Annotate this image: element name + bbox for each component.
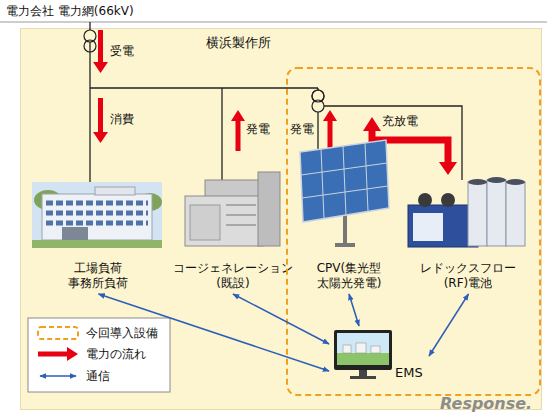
ems-node: EMS (329, 326, 429, 386)
cpv-image (343, 212, 347, 245)
load-node: 工場負荷 事務所負荷 (31, 179, 166, 294)
factory-image (95, 187, 135, 195)
transformer-symbol (312, 90, 324, 102)
cogeneration-image (258, 172, 280, 246)
factory-image (32, 182, 162, 248)
factory-image (62, 227, 88, 240)
power-arrow (236, 121, 241, 151)
node-label: レドックスフロー (RF)電池 (413, 261, 523, 291)
communication-arrow (429, 294, 469, 356)
monitor-image (337, 353, 389, 365)
cpv-image (300, 140, 389, 222)
charge-arrow (439, 162, 457, 175)
factory-image (32, 240, 162, 248)
battery-image (487, 177, 506, 183)
bus-wire (90, 87, 318, 88)
factory-image (46, 201, 148, 206)
node-label: 横浜製作所 (206, 35, 296, 50)
cpv-image (343, 146, 346, 215)
battery-image (418, 193, 432, 207)
cogeneration-image (185, 196, 263, 246)
cpv-image (301, 163, 387, 175)
cpv-node: CPV(集光型 太陽光発電) (299, 141, 399, 294)
legend-box (28, 318, 170, 392)
monitor-image (334, 330, 392, 370)
battery-image (413, 213, 443, 241)
factory-image (34, 190, 62, 210)
cpv-wire (317, 88, 318, 150)
battery-image (506, 179, 525, 185)
cpv-image (365, 143, 368, 211)
battery-node: レドックスフロー (RF)電池 (406, 166, 531, 294)
node-label: 工場負荷 事務所負荷 (58, 261, 138, 291)
factory-image (138, 193, 162, 211)
cpv-image (321, 149, 324, 219)
power-arrow (98, 98, 103, 132)
factory-image (46, 211, 148, 216)
monitor-image (356, 343, 366, 353)
legend-sample (67, 347, 78, 361)
battery-image (468, 179, 487, 185)
monitor-image (337, 333, 389, 365)
node-label: コージェネレーション (既設) (169, 261, 297, 291)
node-label: CPV(集光型 太陽光発電) (299, 261, 399, 291)
site-region: 横浜製作所工場負荷 事務所負荷 コージェネレーション (既設)CPV(集光型 太陽… (20, 28, 542, 410)
rf-wire (324, 106, 462, 180)
communication-arrow (349, 294, 359, 326)
transformer-symbol (84, 30, 96, 42)
charge-arrow (363, 117, 381, 131)
battery-image (408, 205, 478, 247)
power-arrow (231, 110, 245, 121)
legend-sample (40, 375, 76, 377)
battery-image (468, 182, 487, 246)
new-equipment-frame (287, 68, 540, 395)
cpv-image (335, 243, 355, 247)
transformer-symbol (312, 90, 324, 102)
cogeneration-image (226, 214, 256, 216)
battery-image (487, 180, 506, 246)
factory-image (42, 194, 152, 240)
battery-image (441, 193, 455, 207)
monitor-image (343, 345, 351, 353)
cogen-wire (221, 88, 222, 182)
power-arrow (93, 62, 108, 73)
cogeneration-image (205, 180, 260, 198)
node-label: EMS (395, 365, 429, 380)
transformer-symbol (312, 100, 324, 112)
communication-arrow (233, 294, 329, 344)
cogeneration-node: コージェネレーション (既設) (169, 166, 297, 294)
factory-image (46, 221, 148, 226)
grid-line (0, 22, 547, 23)
monitor-image (359, 370, 367, 376)
cogeneration-image (190, 205, 220, 240)
monitor-image (371, 346, 380, 353)
transformer-symbol (84, 40, 96, 52)
power-arrow (328, 121, 333, 151)
power-arrow (323, 110, 337, 121)
power-arrow (98, 30, 103, 62)
monitor-image (350, 376, 376, 379)
feeder-wire (89, 22, 90, 182)
cpv-image (302, 186, 388, 198)
legend-sample (38, 327, 78, 339)
battery-image (506, 182, 525, 246)
communication-arrow (99, 294, 330, 371)
power-arrow (93, 132, 108, 143)
charge-arrow (372, 130, 448, 163)
cogeneration-image (226, 204, 256, 206)
cogeneration-image (226, 224, 256, 226)
legend-sample (38, 352, 68, 357)
grid-label: 電力会社 電力網(66kV) (6, 4, 186, 19)
